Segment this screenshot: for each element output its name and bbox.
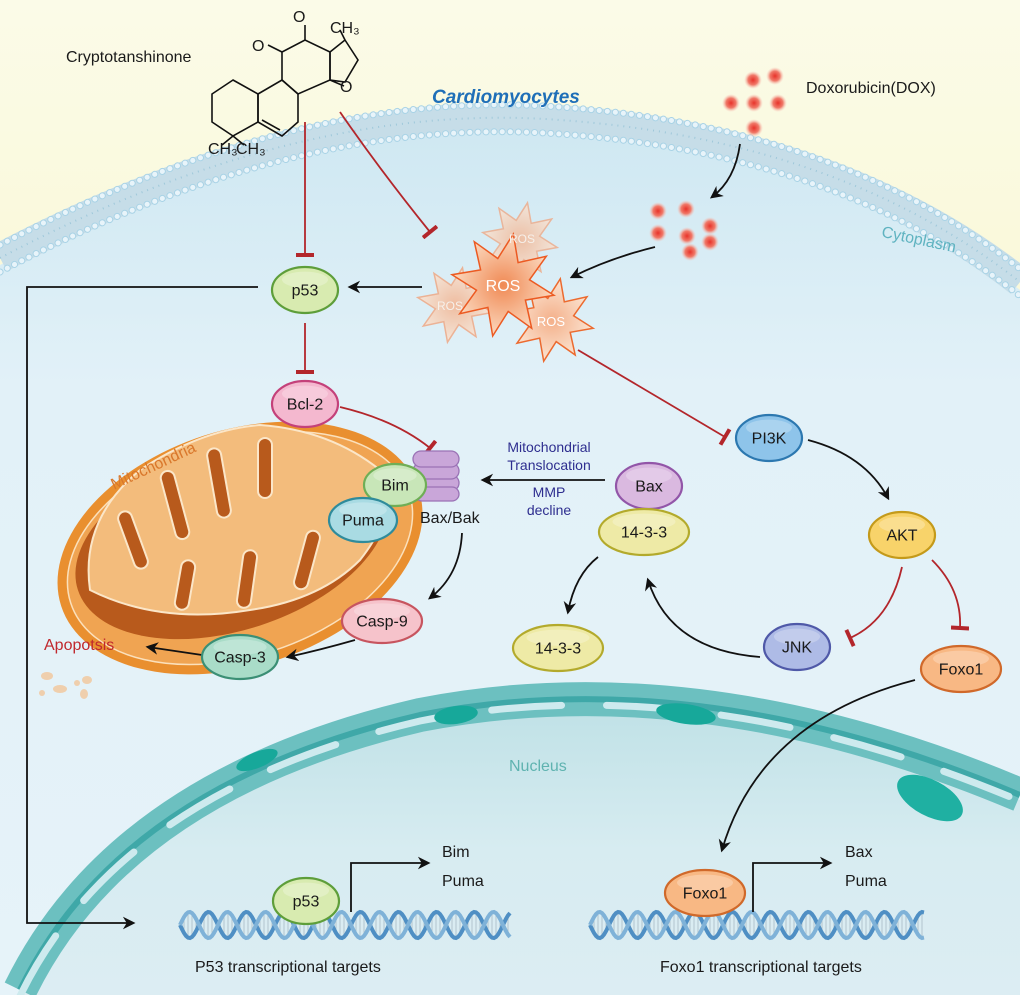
ros-label-main: ROS [486,278,521,295]
node-jnk: JNK [762,622,832,672]
node-pi3k-label: PI3K [752,431,787,448]
node-14-3-3-free-shape [511,623,605,673]
edge-crypto-inhibits-ros [339,111,439,240]
node-foxo1-label: Foxo1 [939,662,984,679]
node-nuclear-foxo1-shape [663,868,747,918]
edge-casp9-activates-casp3 [285,639,356,662]
caption-p53-targets: P53 transcriptional targets [195,959,381,976]
node-pi3k-shape [734,413,804,463]
edge-dox-enters [709,143,741,199]
edge-akt-inhibits-foxo1 [931,559,970,631]
ros-label-small-left: ROS [437,299,463,313]
ros-star-main [449,231,557,339]
cell-membrane [0,101,1020,300]
caption-foxo1-targets: Foxo1 transcriptional targets [660,959,862,976]
node-pi3k: PI3K [734,413,804,463]
label-cryptotanshinone: Cryptotanshinone [66,49,192,66]
node-nuclear-p53: p53 [271,876,341,926]
node-p53-label: p53 [292,283,319,300]
ros-label-small-right: ROS [537,314,566,329]
node-casp-3: Casp-3 [200,633,280,681]
node-bim-label: Bim [381,478,409,495]
node-jnk-label: JNK [782,640,813,657]
node-akt: AKT [867,510,937,560]
label-ch3-top: CH₃ [330,20,360,37]
node-p53: p53 [270,265,340,315]
node-jnk-shape [762,622,832,672]
label-doxorubicin: Doxorubicin(DOX) [806,80,936,97]
edge-foxo1-transcription [752,856,833,912]
node-puma-shape [327,496,399,544]
target-p53-puma: Puma [442,873,484,890]
node-akt-label: AKT [886,528,917,545]
edge-ros-inhibits-pi3k [577,349,732,446]
apoptotic-debris [39,672,92,699]
node-puma-label: Puma [342,513,384,530]
node-foxo1-shape [919,644,1003,694]
edge-p53-to-nucleus [26,286,258,930]
node-bax: Bax [614,461,684,511]
annotation-translocation: Translocation [507,457,591,473]
node-bcl-2-label: Bcl-2 [287,397,324,414]
label-ch3-left: CH₃ [208,141,238,158]
target-foxo1-puma: Puma [845,873,887,890]
node-casp-9-label: Casp-9 [356,614,408,631]
annotation-mitochondrial: Mitochondrial [507,439,590,455]
node-nuclear-foxo1-label: Foxo1 [683,886,728,903]
node-casp-3-label: Casp-3 [214,650,266,667]
dna-helix-p53 [178,909,512,941]
title-cardiomyocytes: Cardiomyocytes [432,87,580,108]
node-bim-shape [362,462,428,508]
node-casp-3-shape [200,633,280,681]
node-bcl-2: Bcl-2 [270,379,340,429]
node-nuclear-p53-shape [271,876,341,926]
edge-jnk-dissociates-complex [645,577,761,658]
node-bim: Bim [362,462,428,508]
label-apoptosis: Apopotsis [44,637,114,654]
node-14-3-3-complex: 14-3-3 [597,507,691,557]
dna-helix-foxo1 [588,909,925,941]
edges [26,111,970,930]
node-14-3-3-complex-shape [597,507,691,557]
annotation-mmp: MMP [533,484,566,500]
annotation-decline: decline [527,502,572,518]
node-casp-9-shape [340,597,424,645]
label-o-1: O [252,38,264,55]
doxorubicin-molecules-outside [722,67,787,137]
label-nucleus: Nucleus [509,758,567,775]
node-foxo1: Foxo1 [919,644,1003,694]
node-14-3-3-free: 14-3-3 [511,623,605,673]
node-akt-shape [867,510,937,560]
label-ch3-right: CH₃ [236,141,266,158]
edge-complex-releases-1433 [563,556,599,615]
edge-casp3-apoptosis [145,642,203,656]
node-bax-label: Bax [635,479,663,496]
edge-akt-inhibits-jnk [844,566,903,648]
node-nuclear-p53-label: p53 [293,894,320,911]
edge-baxbak-activates-casp9 [428,532,463,600]
node-p53-shape [270,265,340,315]
node-casp-9: Casp-9 [340,597,424,645]
doxorubicin-molecules-inside [649,200,719,261]
edge-foxo1-to-nucleus [718,679,916,853]
edge-pi3k-activates-akt [807,439,890,501]
ros-label-small-top: ROS [509,232,535,246]
target-foxo1-bax: Bax [845,844,873,861]
node-14-3-3-complex-label: 14-3-3 [621,525,667,542]
cryptotanshinone-structure [211,25,359,146]
node-bcl-2-shape [270,379,340,429]
label-o-2: O [293,9,305,26]
ros-cluster [415,200,596,364]
target-p53-bim: Bim [442,844,470,861]
node-puma: Puma [327,496,399,544]
edge-dox-induces-ros [569,246,656,279]
node-nuclear-foxo1: Foxo1 [663,868,747,918]
node-14-3-3-free-label: 14-3-3 [535,641,581,658]
edge-p53-transcription [350,856,431,912]
edge-bcl2-inhibits-baxbak [339,406,438,457]
label-o-ring: O [340,79,352,96]
node-label-bax-bak: Bax/Bak [420,510,481,527]
